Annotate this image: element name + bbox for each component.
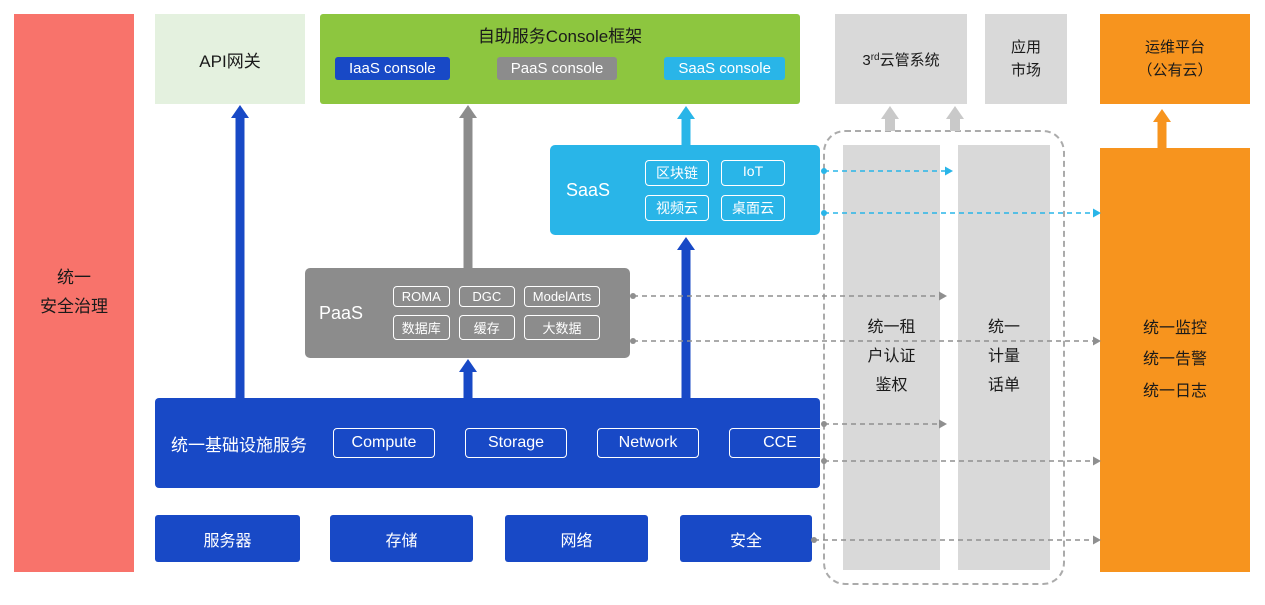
app-market-box: 应用 市场 (985, 14, 1067, 104)
saas-label: SaaS (566, 179, 611, 200)
dot-paas-auth (630, 293, 636, 299)
third-party-cloud-label: 3rd云管系统 (862, 51, 940, 69)
paas-item-modelarts: ModelArts (523, 286, 601, 307)
saas-item-video-cloud: 视频云 (645, 194, 710, 221)
infra-item-storage: Storage (465, 428, 567, 458)
dot-paas-monitoring (630, 338, 636, 344)
metering-bar: 统一 计量 话单 (958, 145, 1050, 570)
infrastructure-layer: 统一基础设施服务 Compute Storage Network CCE (155, 398, 831, 488)
paas-console-chip: PaaS console (496, 57, 618, 80)
saas-console-chip: SaaS console (664, 57, 785, 80)
infrastructure-items: Compute Storage Network CCE (333, 428, 831, 458)
monitoring-bar: 统一监控 统一告警 统一日志 (1100, 148, 1250, 572)
paas-item-roma: ROMA (392, 286, 450, 307)
hardware-network-box: 网络 (505, 515, 648, 562)
paas-item-cache: 缓存 (458, 315, 515, 340)
security-governance-bar: 统一 安全治理 (14, 14, 134, 572)
console-items: IaaS console PaaS console SaaS console (320, 57, 800, 80)
hardware-server-box: 服务器 (155, 515, 300, 562)
paas-label: PaaS (319, 302, 364, 323)
infrastructure-label: 统一基础设施服务 (171, 435, 307, 455)
shared-services-frame (823, 130, 1065, 585)
hardware-storage-box: 存储 (330, 515, 473, 562)
iaas-console-chip: IaaS console (335, 57, 450, 80)
saas-layer: SaaS 区块链 IoT 视频云 桌面云 (550, 145, 820, 235)
third-party-superscript: rd (870, 51, 880, 63)
infra-item-cce: CCE (729, 428, 831, 458)
paas-items: ROMA DGC ModelArts 数据库 缓存 大数据 (375, 286, 618, 340)
paas-item-database: 数据库 (392, 315, 450, 340)
paas-layer: PaaS ROMA DGC ModelArts 数据库 缓存 大数据 (305, 268, 630, 358)
paas-item-dgc: DGC (458, 286, 515, 307)
saas-item-desktop-cloud: 桌面云 (721, 194, 786, 221)
saas-items: 区块链 IoT 视频云 桌面云 (622, 159, 808, 221)
saas-item-blockchain: 区块链 (645, 159, 710, 186)
third-party-cloud-box: 3rd云管系统 (835, 14, 967, 104)
infra-item-network: Network (597, 428, 699, 458)
console-framework-title: 自助服务Console框架 (477, 27, 643, 46)
saas-item-iot: IoT (721, 159, 786, 186)
infra-item-compute: Compute (333, 428, 435, 458)
om-platform-box: 运维平台 （公有云） (1100, 14, 1250, 104)
console-framework-box: 自助服务Console框架 IaaS console PaaS console … (320, 14, 800, 104)
api-gateway-box: API网关 (155, 14, 305, 104)
tenant-auth-bar: 统一租 户认证 鉴权 (843, 145, 940, 570)
paas-item-bigdata: 大数据 (523, 315, 601, 340)
hardware-security-box: 安全 (680, 515, 812, 562)
